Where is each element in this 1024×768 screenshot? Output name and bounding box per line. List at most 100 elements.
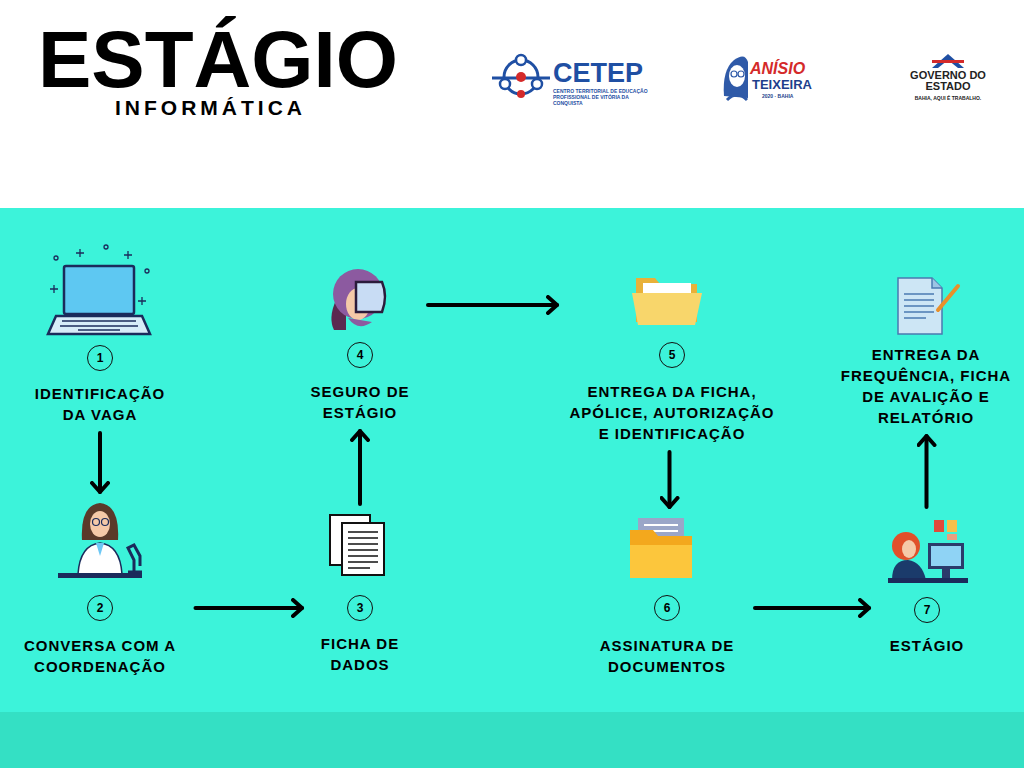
coordinator-icon (90, 511, 110, 537)
report-document-icon (898, 278, 942, 334)
logo-name: TEIXEIRA (752, 77, 812, 92)
report-document-icon (904, 305, 934, 307)
flow-arrow (358, 431, 362, 504)
documents-icon (330, 515, 384, 575)
report-document-icon (904, 299, 934, 301)
helmet-icon (356, 282, 385, 312)
flow-arrow (925, 436, 929, 507)
logo-name: CETEP (553, 58, 643, 88)
step-label: SEGURO DE ESTÁGIO (300, 381, 420, 423)
report-document-icon (898, 278, 958, 334)
flow-arrow (755, 606, 869, 610)
step-node: 5ENTREGA DA FICHA, APÓLICE, AUTORIZAÇÃO … (565, 272, 779, 444)
step-number-circle: 3 (347, 595, 373, 621)
step-node: 7ESTÁGIO (877, 515, 977, 656)
laptop-icon (60, 325, 138, 327)
step-label: IDENTIFICAÇÃO DA VAGA (25, 383, 175, 425)
folder-document-icon (630, 518, 692, 578)
step-label: FICHA DE DADOS (310, 633, 410, 675)
intern-at-computer-icon (902, 540, 916, 558)
folder-document-icon (644, 524, 678, 526)
intern-at-computer-icon (947, 520, 957, 532)
report-document-icon (904, 311, 934, 313)
intern-at-computer-icon (888, 578, 968, 583)
open-folder-icon (632, 278, 702, 325)
step-label: ASSINATURA DE DOCUMENTOS (587, 635, 747, 677)
step-number: 4 (357, 349, 364, 361)
cetep-logo (492, 55, 550, 98)
logo-name: ANÍSIO (750, 60, 805, 78)
coordinator-icon (78, 543, 122, 574)
report-document-icon (904, 293, 934, 295)
report-document-icon (938, 286, 958, 310)
documents-icon (348, 555, 378, 557)
step-number-circle: 2 (87, 595, 113, 621)
intern-at-computer-icon (931, 546, 961, 566)
logo-name: GOVERNO DO ESTADO (908, 70, 988, 92)
step-label: CONVERSA COM A COORDENAÇÃO (13, 635, 188, 677)
logo-subtext: BAHIA, AQUI É TRABALHO. (908, 95, 988, 101)
documents-icon (348, 567, 370, 569)
anisio-portrait (731, 71, 737, 77)
documents-icon (348, 531, 378, 533)
coordinator-icon (58, 573, 142, 578)
coordinator-icon (93, 519, 100, 526)
background (0, 208, 1024, 712)
intern-at-computer-icon (892, 532, 920, 560)
coordinator-icon (96, 543, 104, 556)
laptop-icon (62, 320, 136, 322)
logo-subtext: CENTRO TERRITORIAL DE EDUCAÇÃO PROFISSIO… (553, 88, 651, 106)
documents-icon (348, 549, 378, 551)
logo-subtext: 2020 · BAHIA (762, 93, 793, 99)
anisio-portrait (729, 65, 745, 87)
step-number: 2 (97, 602, 104, 614)
step-node: 4SEGURO DE ESTÁGIO (300, 265, 420, 423)
step-node: 3FICHA DE DADOS (310, 512, 410, 675)
step-number-circle: 4 (347, 342, 373, 368)
helmet-icon (348, 318, 372, 326)
step-number: 5 (669, 349, 676, 361)
flow-arrow (196, 606, 303, 610)
cetep-logo (516, 72, 526, 82)
step-number-circle: 6 (654, 595, 680, 621)
documents-icon (348, 532, 378, 568)
coordinator-icon (82, 503, 118, 540)
step-number-circle: 7 (914, 597, 940, 623)
open-folder-icon (632, 293, 702, 325)
documents-icon (348, 537, 378, 539)
step-label: ENTREGA DA FREQUÊNCIA, FICHA DE AVALIÇÃO… (836, 344, 1016, 428)
laptop-icon (104, 245, 108, 249)
flow-arrow (98, 433, 102, 492)
anisio-portrait (738, 71, 744, 77)
laptop-icon (60, 321, 138, 330)
step-number: 3 (357, 602, 364, 614)
background (0, 712, 1024, 768)
intern-at-computer-icon (888, 520, 968, 583)
laptop-icon (50, 285, 58, 293)
documents-icon (348, 561, 378, 563)
step-node: 2CONVERSA COM A COORDENAÇÃO (13, 500, 188, 677)
laptop-icon (78, 329, 120, 331)
intern-at-computer-icon (942, 569, 950, 578)
subtitle-text: INFORMÁTICA (115, 96, 306, 120)
cetep-logo (532, 79, 542, 89)
step-node: 1IDENTIFICAÇÃO DA VAGA (25, 245, 175, 425)
laptop-icon (76, 249, 84, 257)
intern-at-computer-icon (934, 520, 944, 532)
anisio-portrait (724, 56, 748, 98)
governo-flag (932, 54, 964, 68)
step-label: ENTREGA DA FICHA, APÓLICE, AUTORIZAÇÃO E… (565, 381, 779, 444)
intern-at-computer-icon (892, 560, 926, 580)
icon-space (13, 500, 188, 595)
laptop-icon (48, 316, 150, 334)
report-document-icon (932, 278, 942, 288)
laptop-icon (64, 266, 134, 314)
step-number: 7 (924, 604, 931, 616)
step-label: ESTÁGIO (877, 635, 977, 656)
coordinator-icon (58, 503, 142, 578)
folder-document-icon (630, 530, 692, 578)
flow-arrow (668, 452, 672, 507)
laptop-icon (124, 251, 132, 259)
